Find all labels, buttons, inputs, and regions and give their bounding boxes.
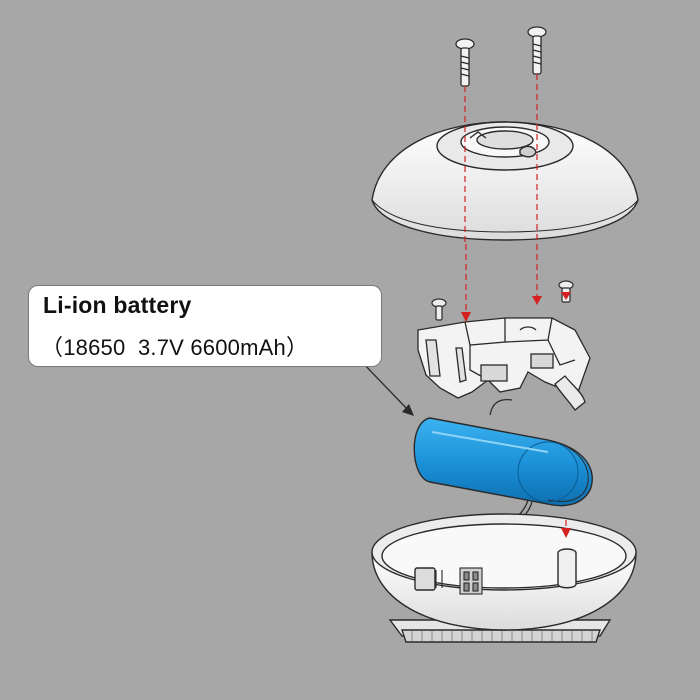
callout-title: Li-ion battery bbox=[43, 292, 192, 318]
guide-arrows bbox=[461, 292, 571, 538]
top-cover bbox=[371, 121, 639, 241]
screw-boss bbox=[557, 548, 577, 589]
battery-bracket bbox=[417, 317, 591, 411]
base-housing bbox=[371, 513, 637, 643]
callout-spec: （18650 3.7V 6600mAh） bbox=[41, 335, 309, 360]
callout-leader bbox=[359, 359, 414, 416]
connector bbox=[459, 567, 483, 595]
screw-right bbox=[527, 26, 547, 75]
bracket-screws bbox=[431, 280, 574, 321]
bracket-screw-left bbox=[431, 298, 447, 321]
battery-callout: Li-ion battery （18650 3.7V 6600mAh） bbox=[28, 285, 382, 367]
battery bbox=[413, 399, 593, 507]
screw-left bbox=[455, 38, 475, 87]
top-screws bbox=[455, 26, 547, 87]
